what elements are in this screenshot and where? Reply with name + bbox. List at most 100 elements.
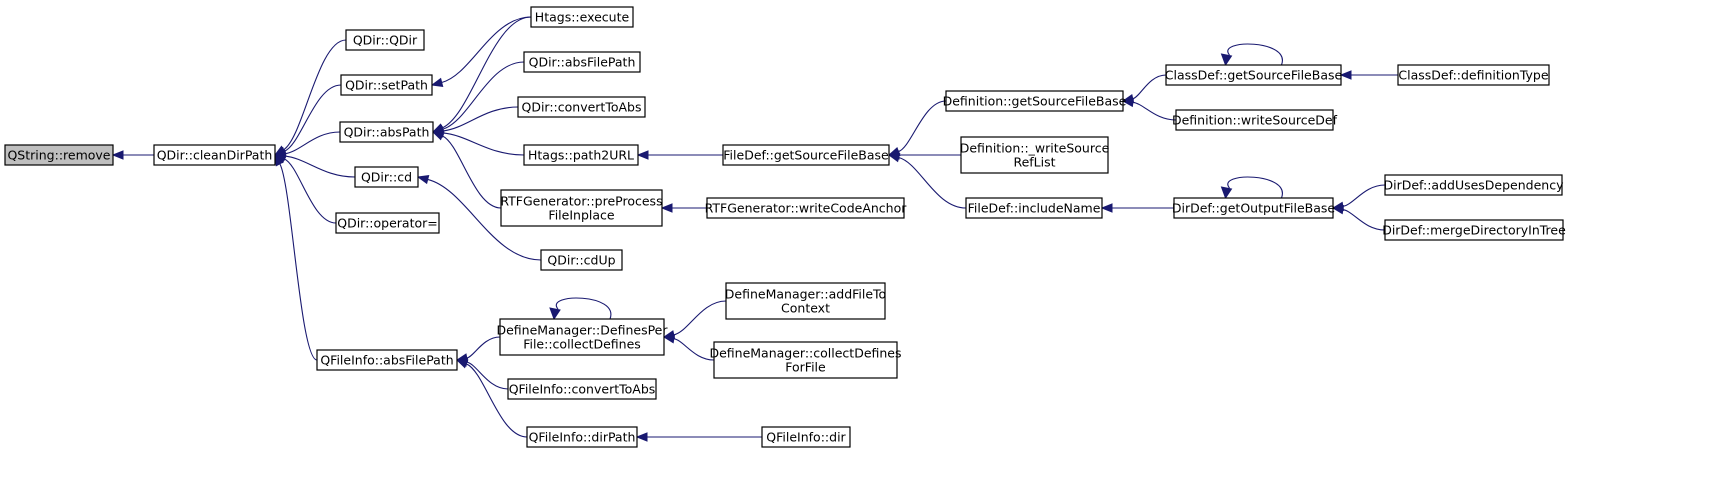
edge-filedef_includename-to-filedef_getsourcefilebase [887,153,967,209]
edge-rtfgen_preprocess-to-qdir_abspath [431,131,502,209]
node-qdir_operator_eq[interactable]: QDir::operator= [335,212,440,234]
node-box [725,282,886,320]
node-qstring_remove[interactable]: QString::remove [4,144,114,166]
node-label: QDir::absPath [344,125,430,140]
node-dirdef_getoutputfilebase[interactable]: DirDef::getOutputFileBase [1172,197,1336,219]
node-label: QString::remove [7,148,110,163]
node-dirdef_mergedirectoryintree[interactable]: DirDef::mergeDirectoryInTree [1382,219,1566,241]
node-box [945,90,1124,112]
edge-qfileinfo_dirpath-to-qfileinfo_absfilepath [455,359,528,438]
node-label: ForFile [785,360,826,375]
node-box [1397,64,1550,86]
node-box [4,144,114,166]
node-box [316,349,458,371]
edge-definition_getsourcefilebase-to-filedef_getsourcefilebase [887,100,947,156]
node-filedef_includename[interactable]: FileDef::includeName [965,197,1103,219]
node-label: Definition::getSourceFileBase [943,94,1127,109]
node-label: Definition::writeSourceDef [1172,113,1338,128]
node-label: RefList [1013,155,1055,170]
node-label: QFileInfo::dir [766,430,846,445]
node-qdir_qdir[interactable]: QDir::QDir [345,29,425,51]
edge-definemanager_collectdefinesforfile-to-definemanager_collectdefines [662,334,715,361]
node-box [761,426,851,448]
edge-qdir_absfilepath-to-qdir_abspath [431,61,525,134]
node-qfileinfo_converttoabs[interactable]: QFileInfo::convertToAbs [507,378,657,400]
edge-htags_execute-to-qdir_setpath [430,16,532,87]
node-box [517,96,646,118]
node-box [354,166,419,188]
edge-filedef_getsourcefilebase-to-htags_path2url [636,150,723,160]
node-label: DirDef::mergeDirectoryInTree [1382,223,1566,238]
node-label: QDir::setPath [345,78,428,93]
node-box [960,136,1109,174]
node-label: DefineManager::addFileTo [725,287,886,302]
edge-classdef_definitiontype-to-classdef_getsourcefilebase [1339,70,1399,80]
edge-qfileinfo_dir-to-qfileinfo_dirpath [635,432,762,442]
edge-qdir_setpath-to-qdir_cleandirpath [273,84,342,156]
node-qdir_cd[interactable]: QDir::cd [354,166,419,188]
edge-dirdef_getoutputfilebase-to-filedef_includename [1100,203,1175,213]
node-label: QFileInfo::convertToAbs [509,382,656,397]
node-label: DefineManager::DefinesPer [496,323,668,338]
edge-qdir_cd-to-qdir_cleandirpath [273,151,356,178]
node-definemanager_collectdefines[interactable]: DefineManager::DefinesPerFile::collectDe… [496,318,668,356]
node-label: FileDef::includeName [968,201,1101,216]
node-box [722,144,890,166]
node-label: QDir::QDir [353,33,418,48]
node-label: QDir::operator= [337,216,438,231]
edge-definemanager_collectdefines-to-definemanager_collectdefines [549,297,612,321]
node-qdir_cdup[interactable]: QDir::cdUp [540,249,623,271]
edge-qdir_converttoabs-to-qdir_abspath [431,106,519,136]
edge-dirdef_getoutputfilebase-to-dirdef_getoutputfilebase [1220,176,1283,200]
node-htags_path2url[interactable]: Htags::path2URL [523,144,639,166]
node-qfileinfo_absfilepath[interactable]: QFileInfo::absFilePath [316,349,458,371]
node-box [1384,219,1564,241]
node-box [507,378,657,400]
node-label: DirDef::getOutputFileBase [1172,201,1336,216]
node-classdef_definitiontype[interactable]: ClassDef::definitionType [1397,64,1550,86]
node-label: QDir::cd [361,170,412,185]
node-label: QDir::convertToAbs [521,100,641,115]
node-label: QFileInfo::absFilePath [320,353,453,368]
node-qdir_converttoabs[interactable]: QDir::convertToAbs [517,96,646,118]
node-classdef_getsourcefilebase[interactable]: ClassDef::getSourceFileBase [1165,64,1343,86]
node-qfileinfo_dirpath[interactable]: QFileInfo::dirPath [526,426,638,448]
edge-classdef_getsourcefilebase-to-definition_getsourcefilebase [1121,74,1167,104]
node-definition_writesourcedef[interactable]: Definition::writeSourceDef [1172,109,1338,131]
edge-qdir_cleandirpath-to-qstring_remove [111,150,154,160]
node-box [1175,109,1334,131]
node-box [335,212,440,234]
node-box [153,144,276,166]
node-dirdef_addusesdependency[interactable]: DirDef::addUsesDependency [1383,174,1564,196]
node-box [530,6,634,28]
node-label: QDir::absFilePath [529,55,636,70]
node-qfileinfo_dir[interactable]: QFileInfo::dir [761,426,851,448]
node-label: FileDef::getSourceFileBase [723,148,889,163]
node-qdir_abspath[interactable]: QDir::absPath [339,121,434,143]
node-box [540,249,623,271]
node-definition_getsourcefilebase[interactable]: Definition::getSourceFileBase [943,90,1127,112]
node-qdir_absfilepath[interactable]: QDir::absFilePath [523,51,641,73]
edge-definemanager_addfiletocontext-to-definemanager_collectdefines [662,300,727,340]
edge-dirdef_mergedirectoryintree-to-dirdef_getoutputfilebase [1331,204,1386,231]
edge-layer [111,16,1399,442]
edge-classdef_getsourcefilebase-to-classdef_getsourcefilebase [1220,43,1283,67]
node-box [1165,64,1342,86]
node-qdir_setpath[interactable]: QDir::setPath [340,74,433,96]
node-filedef_getsourcefilebase[interactable]: FileDef::getSourceFileBase [722,144,890,166]
node-rtfgen_writecodeanchor[interactable]: RTFGenerator::writeCodeAnchor [705,197,908,219]
node-label: Htags::execute [535,10,630,25]
node-qdir_cleandirpath[interactable]: QDir::cleanDirPath [153,144,276,166]
node-htags_execute[interactable]: Htags::execute [530,6,634,28]
node-label: DefineManager::collectDefines [709,346,901,361]
node-label: File::collectDefines [523,337,641,352]
node-box [523,51,641,73]
node-label: Definition::_writeSource [960,141,1110,156]
node-label: RTFGenerator::writeCodeAnchor [705,201,908,216]
edge-htags_execute-to-qdir_abspath [431,16,532,133]
